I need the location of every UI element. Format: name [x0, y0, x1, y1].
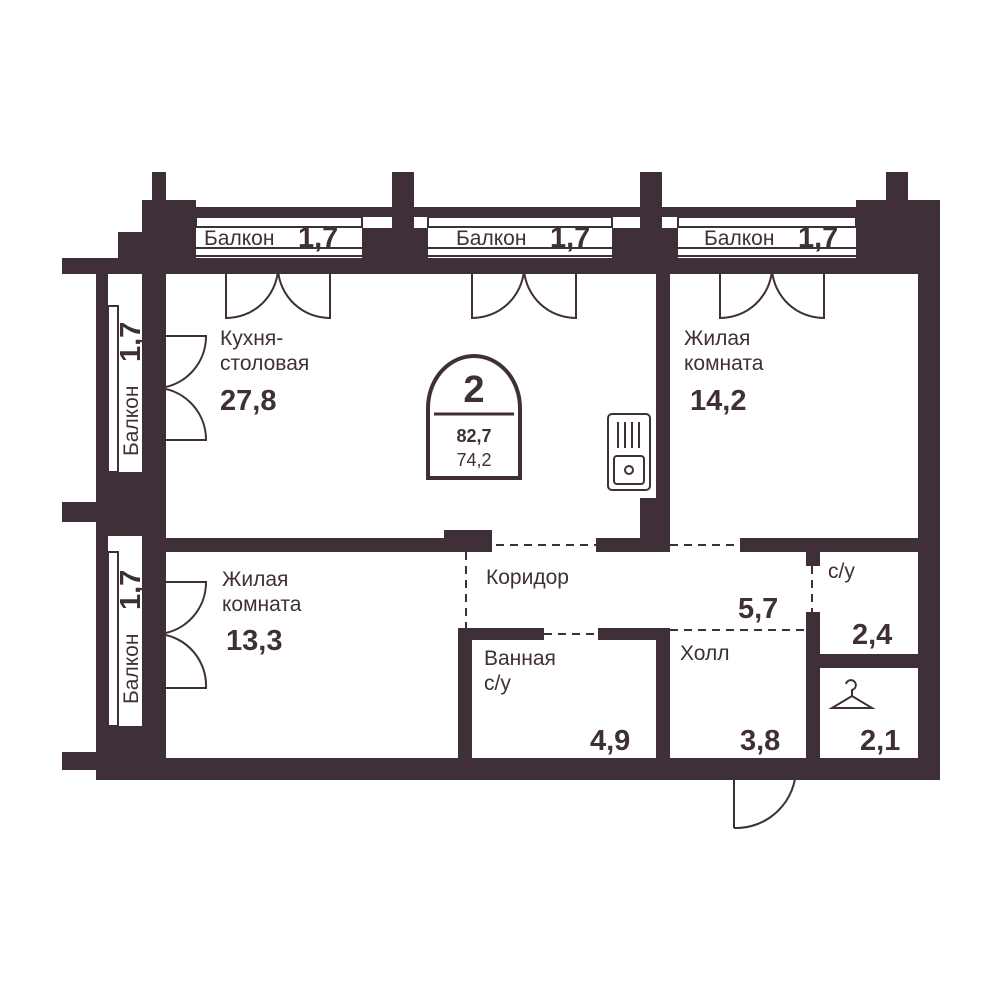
svg-text:27,8: 27,8 — [220, 385, 276, 417]
windows — [107, 216, 857, 727]
svg-text:с/у: с/у — [828, 560, 855, 583]
svg-text:Ванная: Ванная — [484, 647, 556, 670]
zone-lines — [465, 544, 813, 758]
svg-text:с/у: с/у — [484, 672, 511, 695]
svg-text:2,4: 2,4 — [852, 619, 892, 651]
svg-text:Коридор: Коридор — [486, 566, 569, 589]
hanger-icon — [828, 679, 876, 709]
svg-text:Жилая: Жилая — [684, 327, 750, 350]
rooms-count: 2 — [463, 369, 484, 411]
svg-text:Жилая: Жилая — [222, 568, 288, 591]
room-wc: с/у 2,4 — [828, 560, 892, 651]
room-corridor: Коридор 5,7 — [486, 566, 778, 625]
svg-text:Холл: Холл — [680, 642, 730, 665]
svg-text:1,7: 1,7 — [798, 222, 838, 254]
room-bathroom: Ванная с/у 4,9 — [484, 647, 630, 757]
svg-text:комната: комната — [684, 352, 764, 375]
sink-icon — [607, 413, 651, 491]
room-living-2: Жилая комната 13,3 — [222, 568, 302, 657]
svg-text:1,7: 1,7 — [115, 322, 147, 362]
svg-text:столовая: столовая — [220, 352, 309, 375]
balcony-label-4: Балкон 1,7 — [115, 322, 147, 456]
doors — [159, 269, 825, 830]
svg-text:Балкон: Балкон — [120, 386, 143, 456]
svg-text:Балкон: Балкон — [704, 227, 774, 250]
svg-text:Балкон: Балкон — [120, 634, 143, 704]
svg-text:14,2: 14,2 — [690, 385, 746, 417]
svg-text:4,9: 4,9 — [590, 725, 630, 757]
svg-text:2,1: 2,1 — [860, 725, 900, 757]
balcony-label-3: Балкон 1,7 — [704, 222, 838, 254]
svg-text:Балкон: Балкон — [456, 227, 526, 250]
room-hall: Холл 3,8 — [680, 642, 780, 757]
balcony-label-2: Балкон 1,7 — [456, 222, 590, 254]
unit-badge: 2 82,7 74,2 — [426, 354, 522, 480]
svg-text:5,7: 5,7 — [738, 593, 778, 625]
svg-text:1,7: 1,7 — [298, 222, 338, 254]
svg-text:Балкон: Балкон — [204, 227, 274, 250]
balcony-label-1: Балкон 1,7 — [204, 222, 338, 254]
living-area: 74,2 — [456, 450, 491, 470]
svg-text:13,3: 13,3 — [226, 625, 282, 657]
svg-text:1,7: 1,7 — [115, 570, 147, 610]
room-kitchen: Кухня- столовая 27,8 — [220, 327, 309, 417]
svg-text:Кухня-: Кухня- — [220, 327, 283, 350]
svg-text:1,7: 1,7 — [550, 222, 590, 254]
room-wardrobe: 2,1 — [860, 725, 900, 757]
svg-text:комната: комната — [222, 593, 302, 616]
balcony-label-5: Балкон 1,7 — [115, 570, 147, 704]
room-living-1: Жилая комната 14,2 — [684, 327, 764, 417]
walls — [62, 172, 940, 780]
svg-text:3,8: 3,8 — [740, 725, 780, 757]
total-area: 82,7 — [456, 426, 491, 446]
